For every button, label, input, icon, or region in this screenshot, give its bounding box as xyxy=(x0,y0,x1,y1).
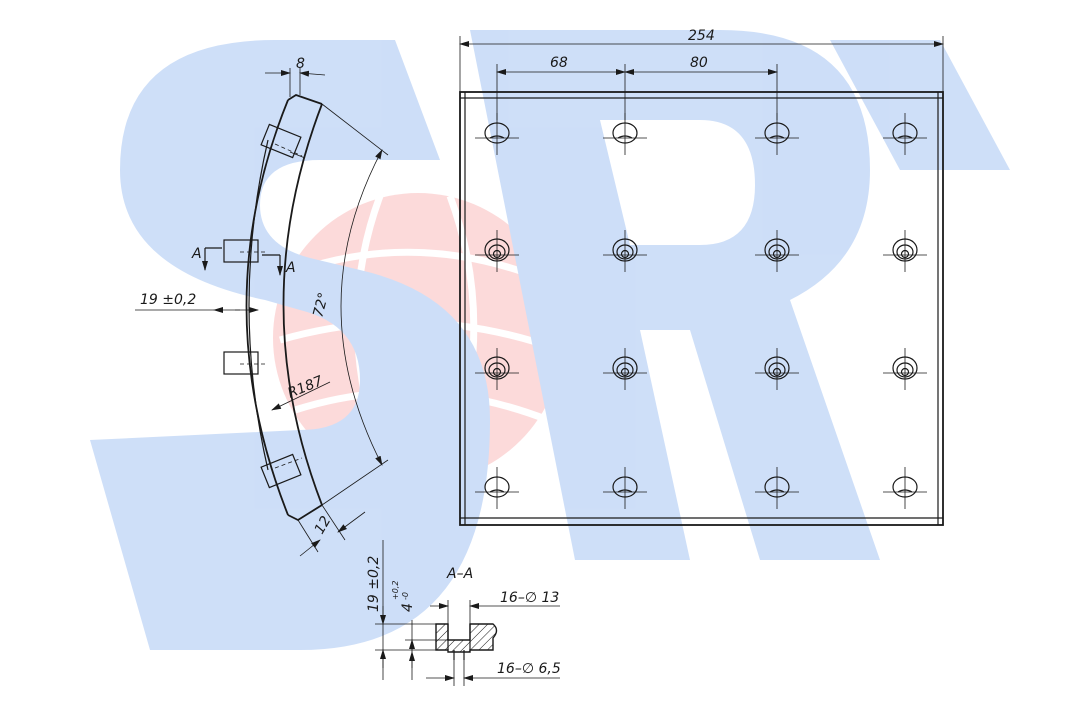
dim-overall-width: 254 xyxy=(688,28,715,44)
section-view: A–A 19 ±0,2 4 +0,2 -0 16–∅ 13 16–∅ 6,5 xyxy=(366,540,561,686)
dim-depth-main: 4 xyxy=(400,603,416,612)
rivet-hole xyxy=(755,348,799,390)
lug-1 xyxy=(260,123,306,159)
rivet-hole xyxy=(883,467,927,509)
lug-4 xyxy=(260,453,303,489)
rivet-hole xyxy=(603,467,647,509)
rivet-hole xyxy=(883,230,927,272)
rivet-hole xyxy=(475,230,519,272)
rivet-hole xyxy=(755,230,799,272)
section-mark-right: A xyxy=(285,260,296,276)
plate-outline xyxy=(459,91,944,526)
watermark-letter-l xyxy=(830,40,1010,170)
lug-2 xyxy=(223,239,268,263)
step-arc xyxy=(248,139,269,471)
rivet-hole xyxy=(883,348,927,390)
rivet-hole xyxy=(603,348,647,390)
dim-thickness: 19 ±0,2 xyxy=(140,292,196,308)
dim-section-thickness: 19 ±0,2 xyxy=(366,556,382,612)
dim-first-spacing: 68 xyxy=(550,55,568,71)
rivet-hole xyxy=(603,113,647,155)
top-end xyxy=(287,94,323,105)
rivet-hole xyxy=(475,467,519,509)
watermark-logo xyxy=(90,30,1010,650)
dim-holes-small: 16–∅ 6,5 xyxy=(497,661,561,677)
outer-arc xyxy=(245,99,289,516)
section-title: A–A xyxy=(446,566,473,582)
dim-depth-lower: -0 xyxy=(401,592,410,600)
rivet-hole xyxy=(603,230,647,272)
dim-holes-large: 16–∅ 13 xyxy=(500,590,559,606)
rivet-hole xyxy=(883,113,927,155)
watermark-letter-s xyxy=(90,40,490,650)
dim-lug-width: 8 xyxy=(296,56,305,72)
dim-second-spacing: 80 xyxy=(690,55,708,71)
inner-arc xyxy=(282,103,323,506)
rivet-hole xyxy=(755,113,799,155)
dim-edge-offset: 12 xyxy=(312,513,335,537)
watermark-letter-r xyxy=(470,30,880,560)
rivet-hole xyxy=(475,113,519,155)
rivet-hole xyxy=(755,467,799,509)
plate-view: 254 68 80 xyxy=(459,28,944,526)
rivet-hole xyxy=(475,348,519,390)
section-profile xyxy=(435,623,498,653)
dim-depth-upper: +0,2 xyxy=(391,581,400,600)
lug-3 xyxy=(223,351,268,375)
dim-angle: 72° xyxy=(310,291,332,319)
section-mark-left: A xyxy=(191,246,202,262)
rivet-holes xyxy=(475,113,927,509)
